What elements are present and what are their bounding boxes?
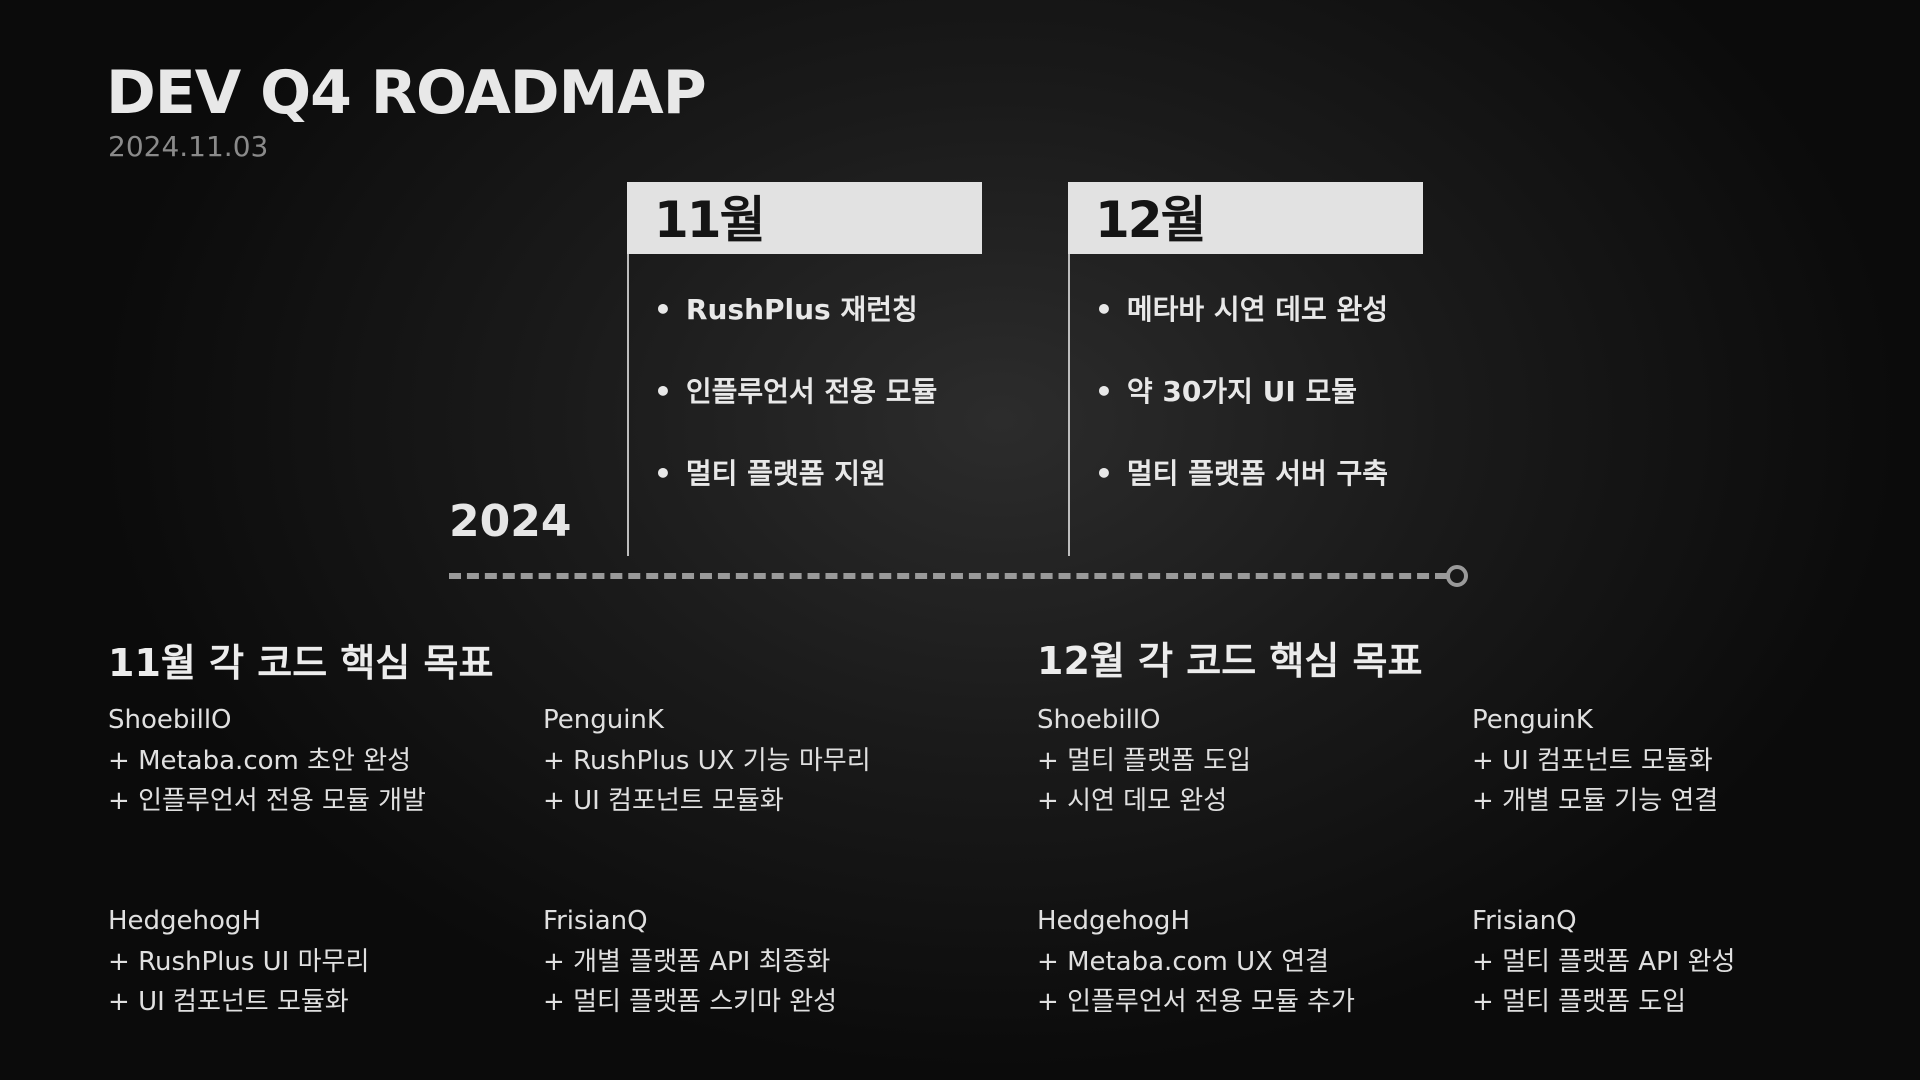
timeline-year: 2024 — [449, 496, 572, 547]
team-goals: ShoebillO Metaba.com 초안 완성 인플루언서 전용 모듈 개… — [108, 700, 426, 822]
team-name: HedgehogH — [1037, 906, 1190, 936]
team-name: PenguinK — [543, 705, 664, 735]
team-goals: HedgehogH RushPlus UI 마무리 UI 컴포넌트 모듈화 — [108, 901, 369, 1023]
timeline-marker-november — [627, 254, 629, 556]
milestone-item: 약 30가지 UI 모듈 — [1095, 372, 1388, 454]
team-goals: HedgehogH Metaba.com UX 연결 인플루언서 전용 모듈 추… — [1037, 901, 1355, 1023]
goal-item: 인플루언서 전용 모듈 추가 — [1037, 982, 1355, 1023]
team-goals: ShoebillO 멀티 플랫폼 도입 시연 데모 완성 — [1037, 700, 1251, 822]
goal-item: 개별 모듈 기능 연결 — [1472, 781, 1718, 822]
goal-item: Metaba.com UX 연결 — [1037, 942, 1355, 983]
december-goals-heading: 12월 각 코드 핵심 목표 — [1037, 639, 1423, 683]
team-goals: FrisianQ 개별 플랫폼 API 최종화 멀티 플랫폼 스키마 완성 — [543, 901, 837, 1023]
goal-item: 멀티 플랫폼 도입 — [1472, 982, 1735, 1023]
goal-item: 인플루언서 전용 모듈 개발 — [108, 781, 426, 822]
team-name: ShoebillO — [108, 705, 232, 735]
month-header-december: 12월 — [1068, 182, 1423, 254]
goal-item: 개별 플랫폼 API 최종화 — [543, 942, 837, 983]
team-goals: FrisianQ 멀티 플랫폼 API 완성 멀티 플랫폼 도입 — [1472, 901, 1735, 1023]
page-title: DEV Q4 ROADMAP — [106, 58, 707, 128]
team-goals: PenguinK UI 컴포넌트 모듈화 개별 모듈 기능 연결 — [1472, 700, 1718, 822]
november-goals-heading: 11월 각 코드 핵심 목표 — [108, 641, 494, 685]
month-header-november: 11월 — [627, 182, 982, 254]
goal-item: UI 컴포넌트 모듈화 — [543, 781, 871, 822]
page-date: 2024.11.03 — [108, 130, 269, 163]
goal-item: RushPlus UI 마무리 — [108, 942, 369, 983]
team-name: PenguinK — [1472, 705, 1593, 735]
goal-item: 멀티 플랫폼 도입 — [1037, 741, 1251, 782]
milestone-item: 인플루언서 전용 모듈 — [654, 372, 937, 454]
team-name: FrisianQ — [543, 906, 648, 936]
goal-item: UI 컴포넌트 모듈화 — [108, 982, 369, 1023]
goal-item: Metaba.com 초안 완성 — [108, 741, 426, 782]
milestone-item: 멀티 플랫폼 지원 — [654, 454, 937, 536]
goal-item: 멀티 플랫폼 API 완성 — [1472, 942, 1735, 983]
team-name: HedgehogH — [108, 906, 261, 936]
goal-item: UI 컴포넌트 모듈화 — [1472, 741, 1718, 782]
timeline-marker-december — [1068, 254, 1070, 556]
milestone-item: 메타바 시연 데모 완성 — [1095, 290, 1388, 372]
goal-item: 멀티 플랫폼 스키마 완성 — [543, 982, 837, 1023]
milestone-item: 멀티 플랫폼 서버 구축 — [1095, 454, 1388, 536]
team-name: FrisianQ — [1472, 906, 1577, 936]
goal-item: RushPlus UX 기능 마무리 — [543, 741, 871, 782]
team-goals: PenguinK RushPlus UX 기능 마무리 UI 컴포넌트 모듈화 — [543, 700, 871, 822]
timeline-end-circle-icon — [1446, 565, 1468, 587]
november-milestones: RushPlus 재런칭 인플루언서 전용 모듈 멀티 플랫폼 지원 — [654, 290, 937, 536]
milestone-item: RushPlus 재런칭 — [654, 290, 937, 372]
december-milestones: 메타바 시연 데모 완성 약 30가지 UI 모듈 멀티 플랫폼 서버 구축 — [1095, 290, 1388, 536]
timeline-dashed-line — [449, 573, 1447, 579]
team-name: ShoebillO — [1037, 705, 1161, 735]
goal-item: 시연 데모 완성 — [1037, 781, 1251, 822]
